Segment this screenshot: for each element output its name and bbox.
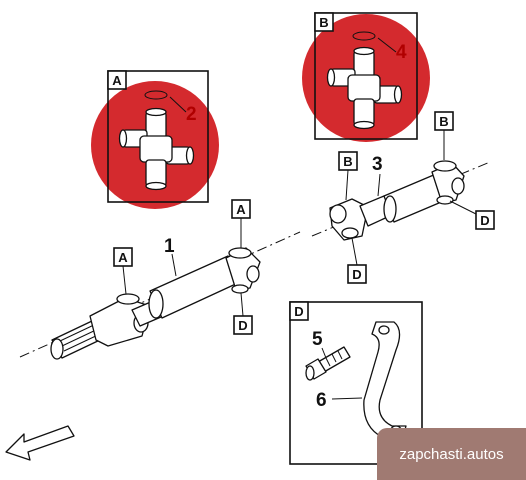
circlip-ring-a [144, 90, 168, 100]
label-b-detail: B [319, 15, 328, 30]
leader-d-rear-left [351, 237, 358, 266]
leader-5 [321, 347, 327, 359]
leader-a-left [122, 265, 127, 295]
universal-joint-spider-b [326, 46, 403, 130]
callout-2: 2 [186, 104, 197, 125]
callout-6: 6 [316, 390, 327, 411]
label-d-box-rear-right [475, 210, 495, 230]
leader-d-front [240, 292, 244, 317]
callout-5: 5 [312, 329, 323, 350]
direction-arrow-icon [5, 425, 75, 461]
label-b-box [314, 12, 334, 32]
callout-1: 1 [164, 236, 175, 257]
label-b-left: B [343, 154, 352, 169]
leader-6 [331, 397, 363, 400]
detail-frame-d [289, 301, 423, 465]
label-b-right: B [439, 114, 448, 129]
label-a-left: A [118, 250, 128, 265]
callout-4: 4 [396, 42, 407, 63]
leader-d-rear-right [449, 200, 477, 215]
circlip-ring-b [352, 31, 376, 41]
label-a-detail: A [112, 73, 122, 88]
label-d-detail: D [294, 304, 303, 319]
detail-frame-b [314, 12, 418, 140]
leader-3 [377, 173, 381, 197]
label-a-right: A [236, 202, 246, 217]
leader-b-left [345, 169, 349, 201]
label-d-rear-right: D [480, 213, 489, 228]
leader-4 [377, 37, 397, 53]
shaft-tube-1 [149, 255, 241, 319]
label-d-front: D [238, 318, 247, 333]
detail-frame-a [107, 70, 209, 203]
bolt-5 [305, 346, 351, 381]
rear-propeller-shaft [311, 160, 491, 241]
label-d-rear-left: D [352, 267, 361, 282]
front-propeller-shaft [19, 231, 301, 360]
detail-b-inset: B 4 [302, 12, 430, 142]
watermark-badge: zapchasti.autos [377, 428, 526, 480]
shaft-axis-front [19, 231, 301, 358]
label-a-box [107, 70, 127, 90]
leader-2 [169, 96, 187, 113]
callout-3: 3 [372, 154, 383, 175]
detail-a-inset: A 2 [91, 70, 219, 209]
leader-1 [171, 253, 177, 277]
watermark-text: zapchasti.autos [399, 445, 504, 463]
universal-joint-spider-a [118, 107, 195, 191]
strap-6 [363, 321, 407, 441]
label-d-box-detail [289, 301, 309, 321]
